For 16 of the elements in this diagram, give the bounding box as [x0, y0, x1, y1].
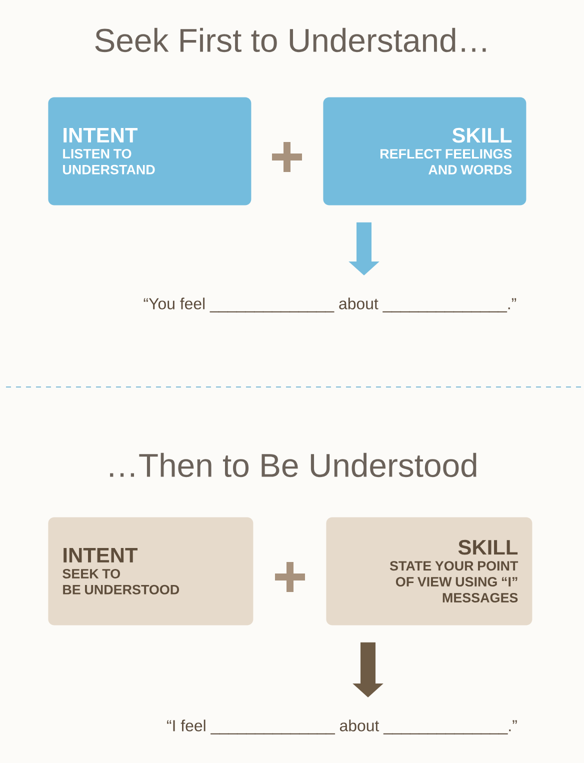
rounded-box: [48, 517, 254, 626]
box-heading: INTENT: [64, 548, 138, 562]
box-heading: SKILL: [452, 128, 512, 143]
heading: …Then to Be Understood: [110, 452, 476, 478]
fill-in-sentence: “I feel ______________ about ______________.”: [167, 720, 517, 734]
rounded-box: [326, 517, 532, 626]
box-text: STATE YOUR POINT OF VIEW USING “I” MESSAGES: [390, 561, 518, 602]
rounded-box: [48, 97, 252, 206]
rounded-box: [323, 97, 526, 206]
box-text: SEEK TO BE UNDERSTOOD: [62, 568, 180, 594]
box-text: LISTEN TO UNDERSTAND: [63, 148, 155, 174]
box-heading: INTENT: [64, 128, 138, 142]
box-text: REFLECT FEELINGS AND WORDS: [380, 149, 512, 174]
heading: Seek First to Understand…: [95, 28, 486, 52]
fill-in-sentence: “You feel ______________ about ______________.”: [144, 298, 516, 312]
box-heading: SKILL: [458, 540, 518, 555]
